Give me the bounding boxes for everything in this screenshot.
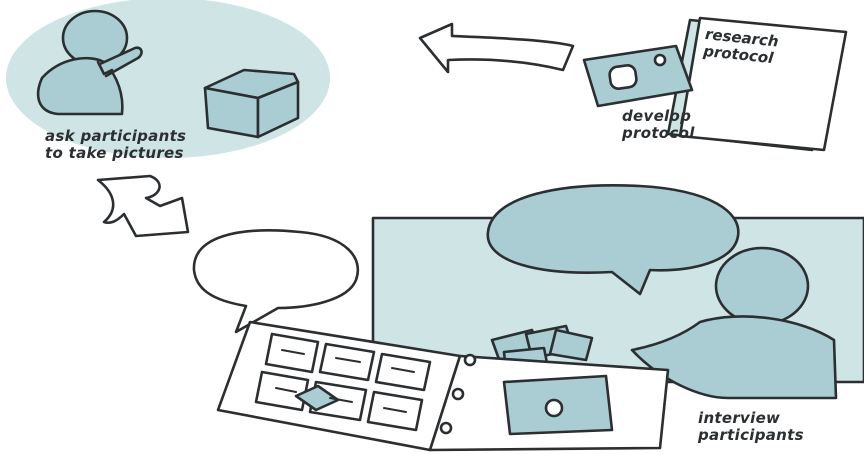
step-label-interview-line-2: participants [698,427,804,444]
arrow-icon-down [98,176,188,236]
step-label-interview: interview participants [698,410,804,444]
step-label-ask-line-1: ask participants [45,128,186,145]
arrow-icon [420,24,573,72]
step-label-ask-line-2: to take pictures [45,145,186,162]
speech-bubble-icon-2 [194,230,358,332]
step-label-develop: develop protocol [622,108,695,142]
step-label-ask: ask participants to take pictures [45,128,186,162]
step-label-develop-line-1: develop [622,108,695,125]
step-label-develop-line-2: protocol [622,125,695,142]
step-label-interview-line-1: interview [698,410,804,427]
